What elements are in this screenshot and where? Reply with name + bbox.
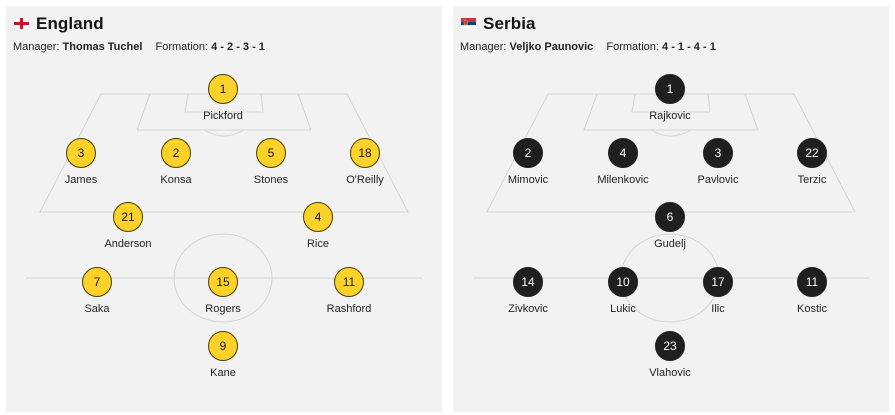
manager-name: Thomas Tuchel — [62, 41, 143, 53]
player-dm[interactable]: 6 Gudelj — [625, 202, 715, 250]
player-lm[interactable]: 14 Zivkovic — [483, 267, 573, 315]
formation-value: 4 - 2 - 3 - 1 — [211, 41, 265, 53]
player-number: 7 — [82, 267, 112, 297]
player-name: Zivkovic — [508, 303, 548, 315]
player-rcb[interactable]: 5 Stones — [226, 138, 316, 186]
player-number: 14 — [513, 267, 543, 297]
player-name: Pickford — [203, 110, 243, 122]
player-rb[interactable]: 18 O'Reilly — [320, 138, 410, 186]
player-number: 22 — [797, 138, 827, 168]
manager-label: Manager: — [460, 41, 507, 53]
lineup-panel-england: England Manager: Thomas Tuchel Formation… — [6, 6, 442, 412]
manager-label: Manager: — [13, 41, 60, 53]
team-name: England — [36, 14, 104, 33]
player-lb[interactable]: 3 James — [36, 138, 126, 186]
player-number: 6 — [655, 202, 685, 232]
player-ldm[interactable]: 21 Anderson — [83, 202, 173, 250]
player-number: 17 — [703, 267, 733, 297]
team-meta: Manager: Thomas Tuchel Formation: 4 - 2 … — [13, 41, 265, 53]
player-rm[interactable]: 11 Kostic — [767, 267, 857, 315]
player-lw[interactable]: 7 Saka — [52, 267, 142, 315]
serbia-flag-icon — [461, 18, 476, 29]
player-number: 4 — [303, 202, 333, 232]
player-number: 11 — [797, 267, 827, 297]
player-rb[interactable]: 22 Terzic — [767, 138, 857, 186]
player-gk[interactable]: 1 Rajkovic — [625, 74, 715, 122]
player-rw[interactable]: 11 Rashford — [304, 267, 394, 315]
team-name: Serbia — [483, 14, 536, 33]
lineup-panel-serbia: Serbia Manager: Veljko Paunovic Formatio… — [453, 6, 889, 412]
team-meta: Manager: Veljko Paunovic Formation: 4 - … — [460, 41, 716, 53]
player-name: Kostic — [797, 303, 827, 315]
player-st[interactable]: 23 Vlahovic — [625, 331, 715, 379]
manager-name: Veljko Paunovic — [509, 41, 594, 53]
formation-label: Formation: — [155, 41, 209, 53]
player-number: 15 — [208, 267, 238, 297]
player-name: O'Reilly — [346, 174, 384, 186]
player-lcm[interactable]: 10 Lukic — [578, 267, 668, 315]
player-name: Lukic — [610, 303, 636, 315]
player-name: Milenkovic — [597, 174, 649, 186]
player-number: 1 — [208, 74, 238, 104]
player-gk[interactable]: 1 Pickford — [178, 74, 268, 122]
player-cam[interactable]: 15 Rogers — [178, 267, 268, 315]
player-number: 2 — [161, 138, 191, 168]
player-name: Kane — [210, 367, 236, 379]
player-name: Rajkovic — [649, 110, 691, 122]
player-rcb[interactable]: 3 Pavlovic — [673, 138, 763, 186]
player-name: Mimovic — [507, 174, 549, 186]
player-number: 3 — [703, 138, 733, 168]
player-rcm[interactable]: 17 Ilic — [673, 267, 763, 315]
player-name: Vlahovic — [649, 367, 691, 379]
player-name: Stones — [253, 174, 289, 186]
player-name: Terzic — [797, 174, 827, 186]
player-lb[interactable]: 2 Mimovic — [483, 138, 573, 186]
player-number: 23 — [655, 331, 685, 361]
player-number: 4 — [608, 138, 638, 168]
player-number: 9 — [208, 331, 238, 361]
player-name: Konsa — [160, 174, 192, 186]
player-name: Anderson — [104, 238, 152, 250]
player-number: 5 — [256, 138, 286, 168]
player-name: Rogers — [205, 303, 241, 315]
player-name: James — [64, 174, 98, 186]
player-lcb[interactable]: 2 Konsa — [131, 138, 221, 186]
player-number: 3 — [66, 138, 96, 168]
player-lcb[interactable]: 4 Milenkovic — [578, 138, 668, 186]
player-number: 2 — [513, 138, 543, 168]
player-rdm[interactable]: 4 Rice — [273, 202, 363, 250]
player-st[interactable]: 9 Kane — [178, 331, 268, 379]
player-name: Saka — [84, 303, 110, 315]
player-name: Rice — [306, 238, 329, 250]
player-number: 10 — [608, 267, 638, 297]
formation-label: Formation: — [606, 41, 659, 53]
formation-value: 4 - 1 - 4 - 1 — [662, 41, 716, 53]
england-flag-icon — [14, 18, 29, 29]
player-name: Pavlovic — [697, 174, 739, 186]
player-number: 21 — [113, 202, 143, 232]
player-number: 18 — [350, 138, 380, 168]
player-number: 1 — [655, 74, 685, 104]
player-name: Gudelj — [654, 238, 686, 250]
player-number: 11 — [334, 267, 364, 297]
player-name: Ilic — [711, 303, 725, 315]
player-name: Rashford — [326, 303, 372, 315]
